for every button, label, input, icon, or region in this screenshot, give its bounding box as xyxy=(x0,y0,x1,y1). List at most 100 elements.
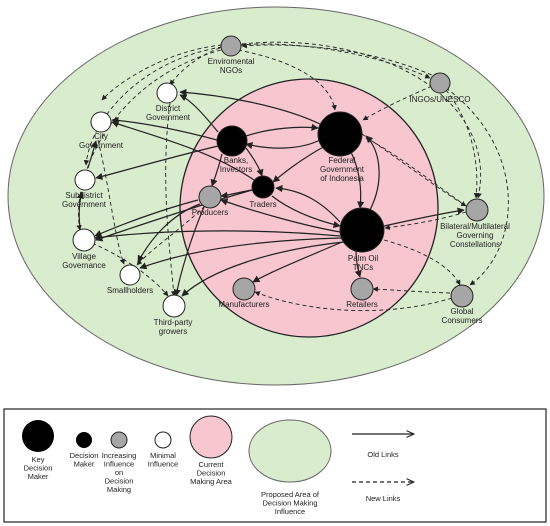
label-env-ngos-line: Enviromental xyxy=(208,57,255,66)
legend-proposed-area-line: Decision Making xyxy=(262,499,317,508)
legend-decision-maker-symbol xyxy=(76,432,92,448)
label-district-gov-line: District xyxy=(156,104,181,113)
link-palm-village xyxy=(94,230,341,241)
label-smallholders-line: Smallholders xyxy=(107,286,153,295)
label-banks-line: Investors xyxy=(220,165,252,174)
label-federal-gov-line: Government xyxy=(320,165,365,174)
link-ngos-federal xyxy=(237,49,337,111)
legend-proposed-area-line: Proposed Area of xyxy=(261,490,320,499)
legend-key-decision-maker-line: Key xyxy=(32,455,45,464)
label-village-gov-line: Governance xyxy=(62,261,106,270)
label-subdistrict-gov-line: Subdistrict xyxy=(65,191,103,200)
link-producers-village xyxy=(94,199,199,237)
link-ingos-ngos xyxy=(241,42,439,79)
label-global-consumers-line: Global xyxy=(450,307,473,316)
link-federal-district xyxy=(179,88,321,125)
link-palm-third xyxy=(181,241,345,297)
link-federal-traders xyxy=(272,145,326,183)
label-ingos-unesco: INGOs/UNESCO xyxy=(410,95,471,104)
label-manufacturers-line: Manufacturers xyxy=(218,300,269,309)
label-banks: Banks,Investors xyxy=(220,156,252,174)
link-producers-smallholder-solid xyxy=(137,203,201,263)
label-bilateral-line: Bilateral/Multilateral xyxy=(440,222,510,231)
link-federal-bilateral xyxy=(361,133,467,207)
legend-minimal-influence-line: Minimal xyxy=(150,451,176,460)
link-district-third xyxy=(165,102,177,297)
label-district-gov-line: Government xyxy=(146,113,191,122)
link-traders-palm xyxy=(271,195,341,228)
link-ngos-city xyxy=(101,44,223,101)
link-ingos-bilateral xyxy=(445,89,480,199)
link-palm-manufacturers xyxy=(252,241,343,283)
link-palm-federal xyxy=(365,135,380,211)
label-retailers: Retailers xyxy=(346,300,378,309)
link-global-retailers xyxy=(372,286,451,294)
legend-minimal-influence-symbol xyxy=(154,431,172,449)
node-banks-investors xyxy=(216,125,248,157)
link-banks-district xyxy=(179,94,219,133)
node-global-consumers xyxy=(450,284,474,308)
link-ngos-subdistrict xyxy=(83,46,223,166)
nodes-group xyxy=(72,35,489,318)
label-smallholders: Smallholders xyxy=(107,286,153,295)
label-env-ngos-line: NGOs xyxy=(220,66,242,75)
label-traders-line: Traders xyxy=(249,200,276,209)
label-producers: Producers xyxy=(192,208,228,217)
link-village-subdistrict xyxy=(76,191,84,229)
node-ingos-unesco xyxy=(429,72,451,94)
link-ngos-ingos xyxy=(239,43,431,79)
label-subdistrict-gov-line: Government xyxy=(62,200,107,209)
node-city-government xyxy=(90,111,112,133)
label-palm-oil-line: Palm Oil xyxy=(348,254,378,263)
link-palm-global xyxy=(383,239,461,286)
link-subdistrict-city xyxy=(87,140,98,169)
link-ingos-global xyxy=(445,87,509,286)
node-smallholders xyxy=(119,264,141,286)
link-banks-producers xyxy=(210,153,223,187)
legend-decision-maker-line: Decision xyxy=(70,451,99,460)
label-banks-line: Banks, xyxy=(224,156,248,165)
legend-increasing-influence-symbol xyxy=(110,431,128,449)
legend-increasing-influence-line: on xyxy=(115,468,123,477)
legend-current-area-line: Making Area xyxy=(190,477,233,486)
link-ngos-village xyxy=(76,49,222,231)
legend-old-links: Old Links xyxy=(367,450,399,459)
link-ingos-federal xyxy=(362,85,433,121)
legend-current-area-symbol xyxy=(189,415,233,459)
link-village-third xyxy=(91,242,169,297)
legend-key-decision-maker-line: Decision xyxy=(24,464,53,473)
legend-current-area-line: Current xyxy=(198,460,224,469)
link-palm-producers xyxy=(220,198,341,233)
link-federal-banks xyxy=(245,139,321,150)
label-third-party-line: Third-party xyxy=(154,318,193,327)
node-subdistrict-government xyxy=(74,169,96,191)
label-village-gov-line: Village xyxy=(72,252,96,261)
label-producers-line: Producers xyxy=(192,208,228,217)
node-federal-government xyxy=(317,111,363,157)
node-traders xyxy=(251,175,275,199)
link-traders-city xyxy=(111,120,255,181)
link-city-smallholders xyxy=(97,139,125,265)
label-retailers-line: Retailers xyxy=(346,300,378,309)
legend-increasing-influence-line: Influence xyxy=(104,460,134,469)
node-bilateral-constellations xyxy=(465,198,489,222)
legend-current-area-line: Decision xyxy=(197,469,226,478)
label-global-consumers-line: Consumers xyxy=(442,316,483,325)
link-producers-smallholders xyxy=(136,205,206,266)
label-federal-gov-line: of Indonesia xyxy=(320,174,364,183)
